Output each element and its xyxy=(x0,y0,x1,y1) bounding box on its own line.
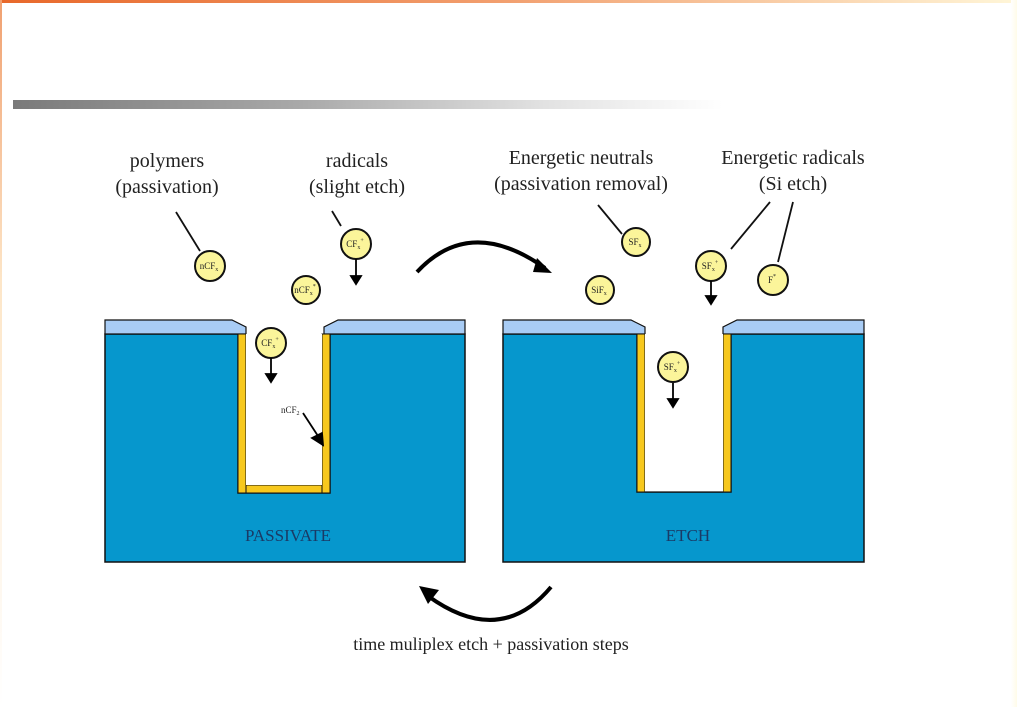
molecule-sfx: SFx xyxy=(621,227,651,257)
molecule-sifx: SiFx xyxy=(585,275,615,305)
sfx-trench-arrowhead xyxy=(666,398,680,409)
etch-mask-left xyxy=(502,319,646,335)
leader-neutrals xyxy=(597,204,623,235)
ncf2-arrowhead xyxy=(310,431,325,447)
polymers-sublabel: (passivation) xyxy=(115,176,218,198)
process-caption: time muliplex etch + passivation steps xyxy=(353,634,629,654)
ncf2-arrow xyxy=(302,412,319,437)
etch-liner-left xyxy=(636,333,646,493)
molecule-ncfx: nCFx xyxy=(194,250,226,282)
title-divider-bar xyxy=(13,100,723,109)
etch-step-label: ETCH xyxy=(666,526,710,545)
cycle-arrow-forward-head xyxy=(533,258,552,273)
slide-right-accent xyxy=(1011,0,1017,707)
passivate-liner-right xyxy=(321,333,331,494)
molecule-sfx-plus-trench: SFx+ xyxy=(657,351,689,383)
etch-liner-right xyxy=(722,333,732,493)
molecule-circle xyxy=(585,275,615,305)
ncf2-base: nCF xyxy=(281,405,297,415)
molecule-cfx-plus-trench: CFx+ xyxy=(255,327,287,359)
molecule-label: CFx+ xyxy=(261,337,279,350)
cycle-arrow-back xyxy=(426,585,553,622)
molecule-label: SiFx xyxy=(591,285,607,297)
radicals-sublabel: (slight etch) xyxy=(309,176,405,198)
molecule-label: F* xyxy=(768,274,776,285)
cfx-top-arrowhead xyxy=(349,275,363,286)
molecule-cfx-plus-top: CFx+ xyxy=(340,228,372,260)
molecule-label: nCFx* xyxy=(294,284,316,297)
molecule-label: CFx+ xyxy=(346,238,364,251)
ion-arrows xyxy=(264,259,718,447)
radicals-label: radicals xyxy=(326,150,388,172)
passivate-step-label: PASSIVATE xyxy=(245,526,331,545)
leader-polymers xyxy=(175,211,201,252)
energetic-neutrals-label: Energetic neutrals xyxy=(509,147,654,169)
leader-eradicals-f xyxy=(777,201,794,263)
slide-top-accent xyxy=(0,0,1017,3)
passivate-panel: PASSIVATE xyxy=(104,319,466,563)
molecule-circle xyxy=(757,264,789,296)
cfx-trench-arrowhead xyxy=(264,373,278,384)
energetic-radicals-sublabel: (Si etch) xyxy=(759,173,827,195)
molecule-circle xyxy=(657,351,689,383)
passivate-trench xyxy=(246,334,322,485)
molecule-f-star: F* xyxy=(757,264,789,296)
molecule-label: SFx xyxy=(628,237,641,249)
molecule-circle xyxy=(194,250,226,282)
leader-radicals xyxy=(331,210,342,227)
molecule-circle xyxy=(291,275,321,305)
etch-mask-right xyxy=(722,319,865,335)
passivate-liner-bottom xyxy=(245,484,323,494)
molecule-sfx-plus-top: SFx+ xyxy=(695,250,727,282)
leader-eradicals-sfx xyxy=(730,201,771,250)
sfx-top-arrowhead xyxy=(704,295,718,306)
molecule-label: SFx+ xyxy=(664,361,681,374)
molecule-label: SFx+ xyxy=(702,260,719,273)
cycle-arrow-forward xyxy=(415,240,547,274)
passivate-mask-left xyxy=(104,319,247,335)
passivate-mask-right xyxy=(323,319,466,335)
energetic-radicals-label: Energetic radicals xyxy=(721,147,865,169)
molecule-label: nCFx xyxy=(200,261,219,273)
etch-panel: ETCH xyxy=(502,319,865,563)
polymers-label: polymers xyxy=(130,150,205,172)
ncf2-label: nCF2 xyxy=(281,405,300,417)
leader-lines xyxy=(175,201,794,263)
passivate-liner-left xyxy=(237,333,247,494)
slide-left-accent xyxy=(0,0,2,707)
molecule-circle xyxy=(621,227,651,257)
ncf2-sub: 2 xyxy=(297,411,300,417)
molecule-ncfx-star: nCFx* xyxy=(291,275,321,305)
cycle-arrow-back-head xyxy=(419,586,439,604)
energetic-neutrals-sublabel: (passivation removal) xyxy=(494,173,668,195)
